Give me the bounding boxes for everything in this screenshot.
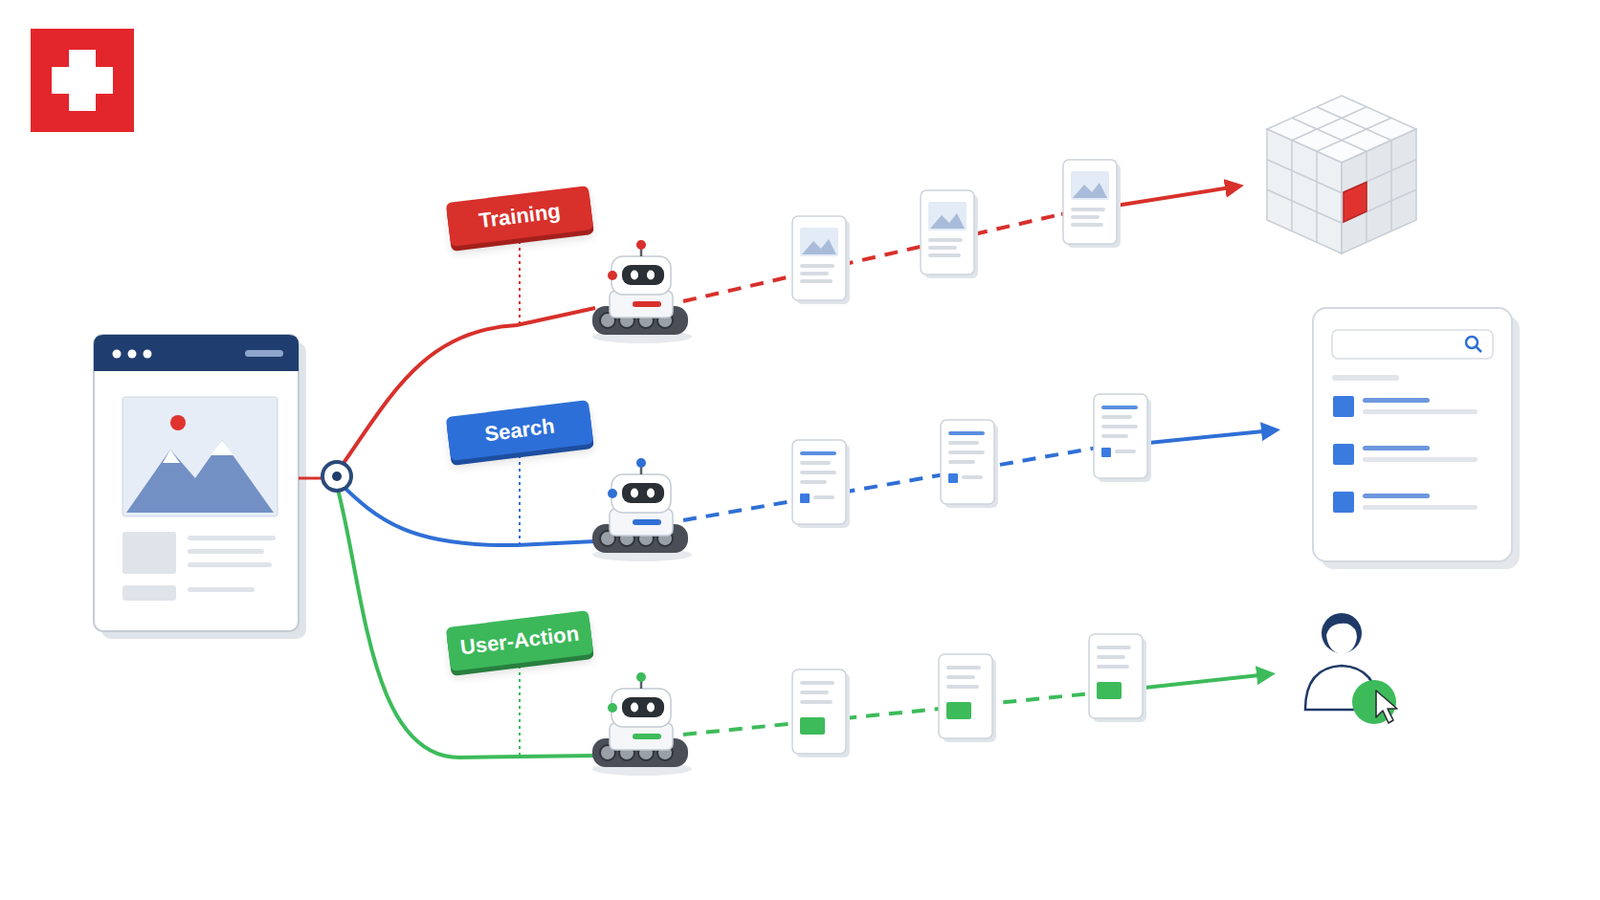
crawler-robot — [592, 240, 692, 344]
result-line — [1362, 505, 1478, 511]
document-icon — [792, 440, 850, 529]
user-icon — [1305, 613, 1398, 725]
document-icon — [792, 216, 850, 305]
window-header — [93, 334, 299, 372]
document-icon — [938, 654, 997, 743]
junction-ring — [322, 462, 352, 491]
panel-frame — [1312, 308, 1512, 562]
branch-wire — [336, 486, 596, 758]
document-icon — [1063, 159, 1121, 248]
cube-grid — [1266, 189, 1342, 223]
result-line — [1362, 493, 1430, 499]
flag-cross — [51, 66, 113, 94]
window-frame — [93, 334, 299, 632]
cube-highlight — [1343, 182, 1367, 223]
label-box: User-Action — [445, 610, 594, 672]
browser-window — [93, 334, 307, 640]
label-text: User-Action — [459, 621, 581, 661]
branch-wire — [336, 308, 596, 473]
sun — [170, 415, 186, 431]
search-results-panel — [1312, 308, 1520, 570]
result-line — [1362, 409, 1478, 415]
content-line — [187, 549, 265, 555]
flow-dashed — [683, 448, 1092, 521]
mountain-snow — [162, 449, 180, 464]
cube-grid — [1290, 140, 1293, 232]
leader-line — [518, 455, 521, 546]
document-icon — [1088, 634, 1147, 723]
content-line — [187, 562, 272, 568]
result-thumb — [1333, 491, 1355, 513]
crawler-robot — [592, 458, 692, 562]
document-icon — [940, 420, 999, 509]
image-area — [122, 397, 278, 517]
result-thumb — [1333, 444, 1355, 466]
document-icon — [920, 190, 978, 279]
result-thumb — [1333, 396, 1355, 418]
cube-grid — [1316, 107, 1392, 141]
result-line — [1332, 375, 1400, 381]
flag-icon — [30, 28, 134, 133]
user-head — [1321, 613, 1362, 654]
flow-dashed — [683, 214, 1062, 302]
label-text: Search — [483, 414, 556, 448]
click-badge — [1352, 680, 1397, 725]
cube-grid — [1266, 159, 1342, 194]
cube-grid — [1291, 117, 1367, 152]
search-icon — [1476, 347, 1483, 354]
junction-dot — [332, 471, 342, 482]
document-icon — [792, 669, 850, 758]
content-block — [122, 532, 177, 575]
window-dot — [143, 350, 153, 359]
content-line — [187, 535, 276, 541]
search-bar — [1332, 330, 1493, 359]
leader-line — [518, 241, 521, 329]
label-text: Training — [477, 199, 562, 234]
model-cube — [1266, 95, 1417, 254]
crawler-robot — [592, 672, 692, 777]
search-icon — [1466, 336, 1478, 349]
window-dot — [112, 350, 122, 359]
label-box: Training — [445, 185, 594, 247]
junction — [322, 462, 352, 491]
cube-face — [1341, 129, 1417, 254]
mountain — [126, 440, 274, 513]
branch-wire — [336, 480, 596, 546]
label-box: Search — [445, 400, 594, 462]
window-bar — [244, 350, 284, 357]
user-face — [1326, 623, 1357, 655]
leader-line — [518, 666, 521, 758]
document-icon — [1093, 394, 1152, 483]
content-line — [187, 587, 255, 593]
cube-grid — [1315, 151, 1318, 243]
mountain-snow — [210, 440, 234, 456]
cursor-arrow — [1376, 690, 1398, 724]
content-block — [122, 585, 177, 601]
flow-dashed — [683, 693, 1092, 735]
window-dot — [128, 350, 137, 359]
cube-grid — [1390, 140, 1393, 232]
cube-face — [1266, 129, 1342, 254]
flag-field — [30, 28, 134, 133]
result-line — [1362, 457, 1478, 463]
result-line — [1362, 398, 1430, 403]
result-line — [1362, 445, 1430, 451]
